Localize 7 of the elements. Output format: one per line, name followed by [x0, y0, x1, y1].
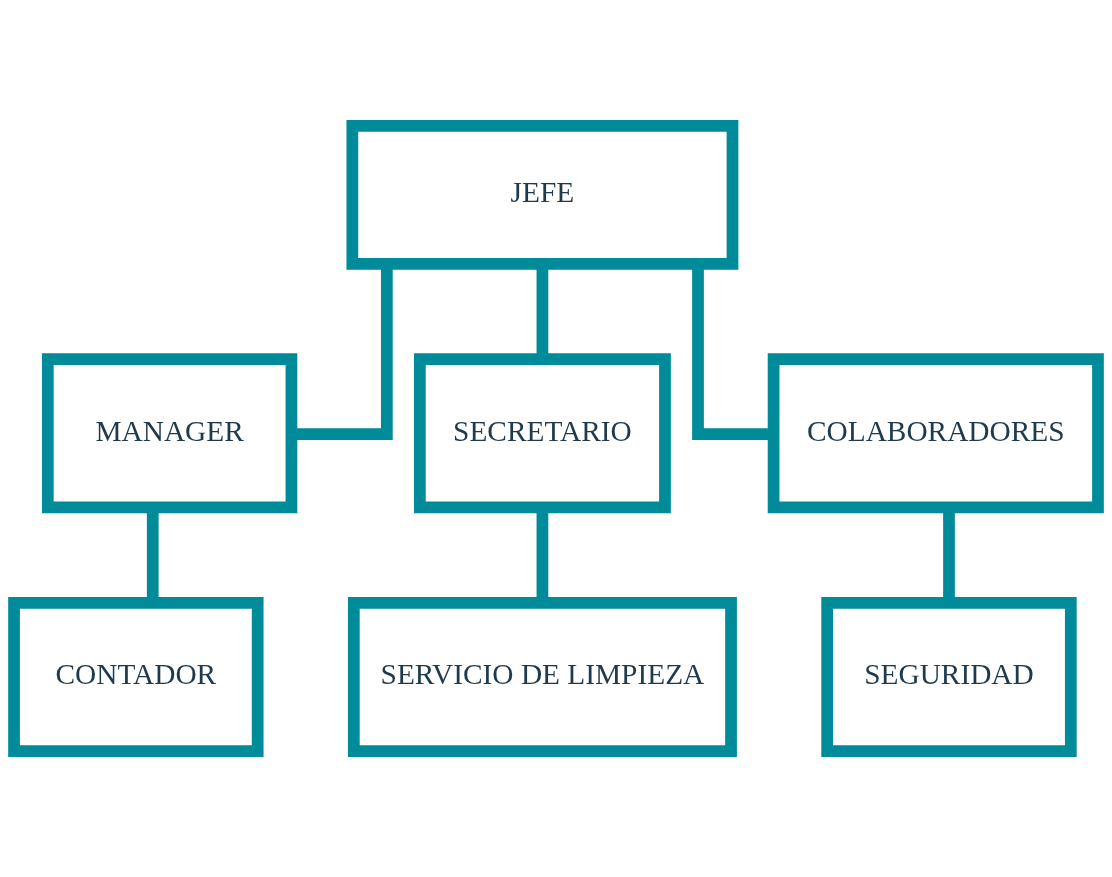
node-box: MANAGER [41, 353, 298, 514]
node-box: JEFE [346, 120, 739, 270]
node-box: SECRETARIO [414, 353, 671, 514]
node-box: COLABORADORES [767, 353, 1104, 514]
node-box: SEGURIDAD [821, 597, 1077, 757]
node-box: CONTADOR [8, 597, 264, 757]
node-box: SERVICIO DE LIMPIEZA [347, 597, 737, 757]
